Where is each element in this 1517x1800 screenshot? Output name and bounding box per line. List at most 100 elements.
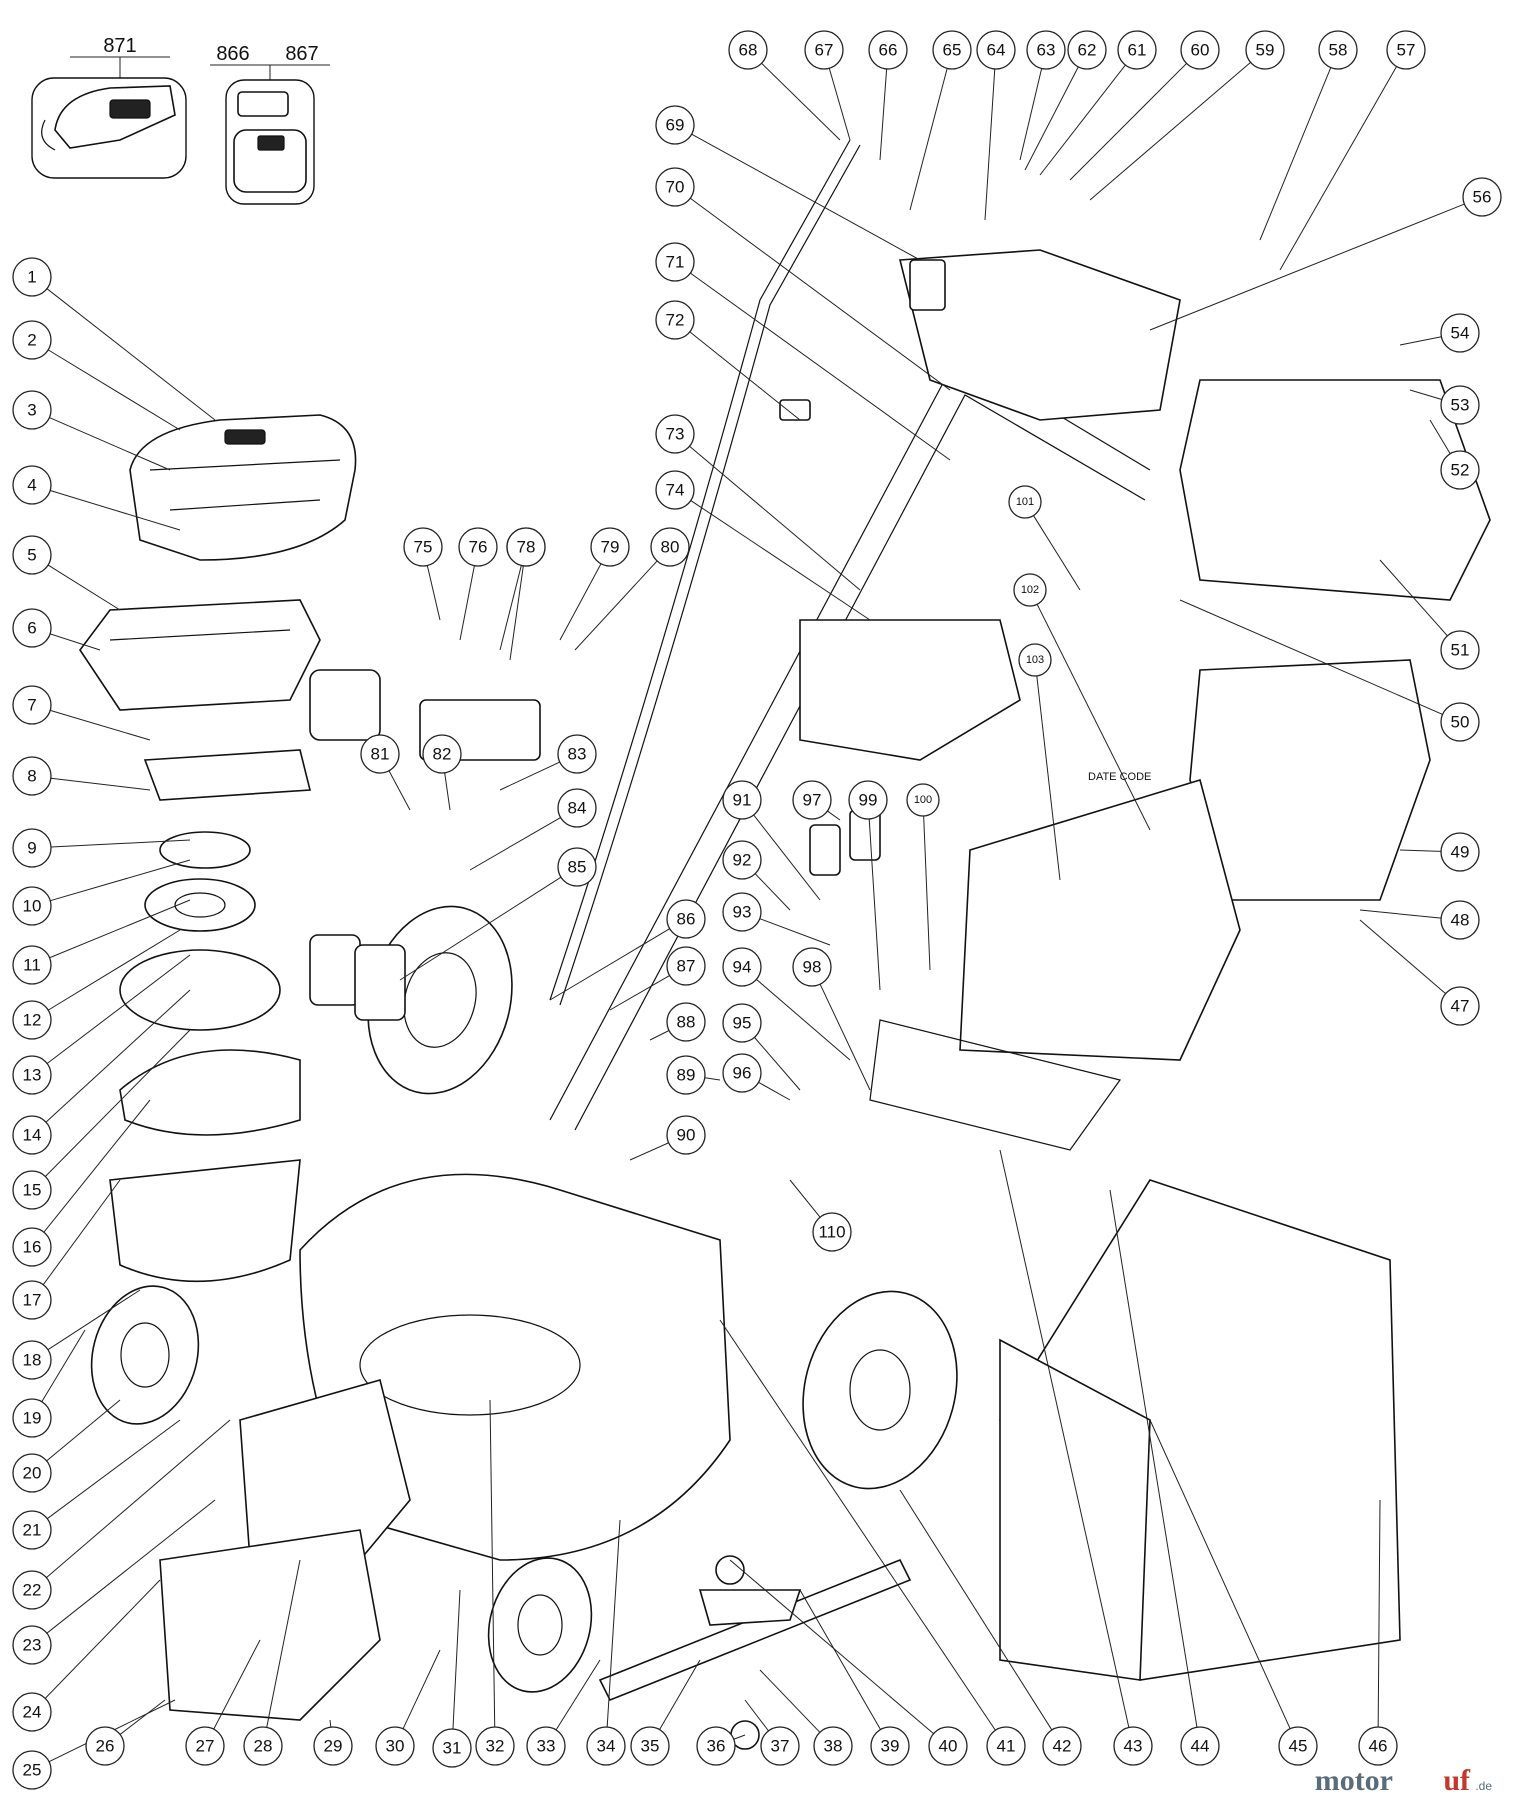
callout-28: 28 <box>243 1559 301 1766</box>
leader-line <box>47 564 121 611</box>
callout-number: 2 <box>27 331 36 350</box>
callout-35: 35 <box>630 1659 701 1766</box>
leader-line <box>758 1081 791 1101</box>
callout-number: 7 <box>27 696 36 715</box>
callout-number: 58 <box>1329 41 1348 60</box>
callout-91: 91 <box>722 780 821 901</box>
callout-22: 22 <box>12 1419 231 1610</box>
callout-83: 83 <box>499 734 597 791</box>
callout-24: 24 <box>12 1579 161 1732</box>
callout-40: 40 <box>729 1559 968 1766</box>
callout-number: 25 <box>23 1761 42 1780</box>
leader-line <box>399 876 562 981</box>
callout-number: 9 <box>27 839 36 858</box>
callout-number: 68 <box>739 41 758 60</box>
callout-number: 63 <box>1037 41 1056 60</box>
callout-39: 39 <box>799 1589 910 1766</box>
leader-line <box>45 989 191 1123</box>
leader-line <box>42 1179 121 1285</box>
callout-67: 67 <box>804 30 851 141</box>
callout-32: 32 <box>475 1399 515 1766</box>
leader-line <box>909 68 948 211</box>
callout-number: 4 <box>27 476 36 495</box>
callout-number: 3 <box>27 401 36 420</box>
callout-number: 71 <box>666 253 685 272</box>
callout-44: 44 <box>1109 1189 1220 1766</box>
callout-72: 72 <box>655 300 801 421</box>
callout-number: 41 <box>997 1737 1016 1756</box>
callout-21: 21 <box>12 1419 181 1550</box>
callout-50: 50 <box>1179 599 1480 742</box>
leader-line <box>329 1719 332 1728</box>
leader-line <box>47 349 181 431</box>
leader-line <box>756 979 851 1061</box>
callout-number: 53 <box>1451 396 1470 415</box>
callout-number: 91 <box>733 791 752 810</box>
callout-number: 47 <box>1451 997 1470 1016</box>
wheels <box>90 905 958 1693</box>
svg-text:.de: .de <box>1475 1779 1492 1793</box>
callout-number: 67 <box>815 41 834 60</box>
callout-64: 64 <box>976 30 1016 221</box>
callout-number: 6 <box>27 619 36 638</box>
callout-82: 82 <box>422 734 462 811</box>
callout-number: 14 <box>23 1126 42 1145</box>
leader-line <box>119 1699 166 1735</box>
leader-line <box>452 1589 461 1730</box>
charger-kit-label: 871 <box>103 35 136 57</box>
callout-number: 61 <box>1128 41 1147 60</box>
leader-line <box>402 1649 441 1730</box>
callout-number: 36 <box>707 1737 726 1756</box>
callout-number: 51 <box>1451 641 1470 660</box>
callout-10: 10 <box>12 859 191 926</box>
callout-number: 12 <box>23 1011 42 1030</box>
callout-number: 54 <box>1451 324 1470 343</box>
watermark-logo: motor uf .de <box>1315 1764 1493 1797</box>
callout-33: 33 <box>526 1659 601 1766</box>
leader-line <box>689 197 951 391</box>
callout-number: 59 <box>1256 41 1275 60</box>
leader-line <box>46 1499 216 1634</box>
callout-47: 47 <box>1359 919 1480 1026</box>
callout-52: 52 <box>1429 419 1480 490</box>
callout-96: 96 <box>722 1053 791 1101</box>
callout-20: 20 <box>12 1399 121 1493</box>
leader-line <box>1359 919 1446 994</box>
callout-31: 31 <box>432 1589 472 1768</box>
leader-line <box>999 1149 1130 1728</box>
callout-number: 97 <box>803 791 822 810</box>
leader-line <box>50 859 191 902</box>
leader-line <box>754 873 791 911</box>
callout-53: 53 <box>1409 385 1480 425</box>
leader-line <box>1109 1189 1198 1728</box>
grass-catcher <box>869 659 1431 1681</box>
callout-46: 46 <box>1358 1499 1398 1766</box>
callout-66: 66 <box>868 30 908 161</box>
callout-57: 57 <box>1279 30 1426 271</box>
callout-number: 19 <box>23 1409 42 1428</box>
callout-49: 49 <box>1399 832 1480 872</box>
leader-line <box>266 1559 301 1728</box>
blade-assembly <box>598 1555 912 1750</box>
callout-number: 70 <box>666 178 685 197</box>
callout-number: 102 <box>1021 584 1039 596</box>
callout-2: 2 <box>12 320 181 431</box>
callout-number: 72 <box>666 311 685 330</box>
leader-line <box>555 1659 601 1731</box>
callout-102: 102 <box>1013 573 1151 831</box>
callout-37: 37 <box>744 1699 800 1766</box>
leader-line <box>46 1419 181 1520</box>
callout-88: 88 <box>649 1002 706 1042</box>
callout-36: 36 <box>696 1726 746 1766</box>
callout-7: 7 <box>12 685 151 741</box>
callout-number: 8 <box>27 767 36 786</box>
callout-number: 79 <box>601 538 620 557</box>
callout-number: 39 <box>881 1737 900 1756</box>
callout-number: 96 <box>733 1064 752 1083</box>
leader-line <box>690 272 951 461</box>
callout-number: 90 <box>677 1126 696 1145</box>
leader-line <box>899 1489 1053 1731</box>
leader-line <box>509 565 524 661</box>
handle-assembly <box>549 249 1491 1131</box>
callout-number: 34 <box>597 1737 616 1756</box>
